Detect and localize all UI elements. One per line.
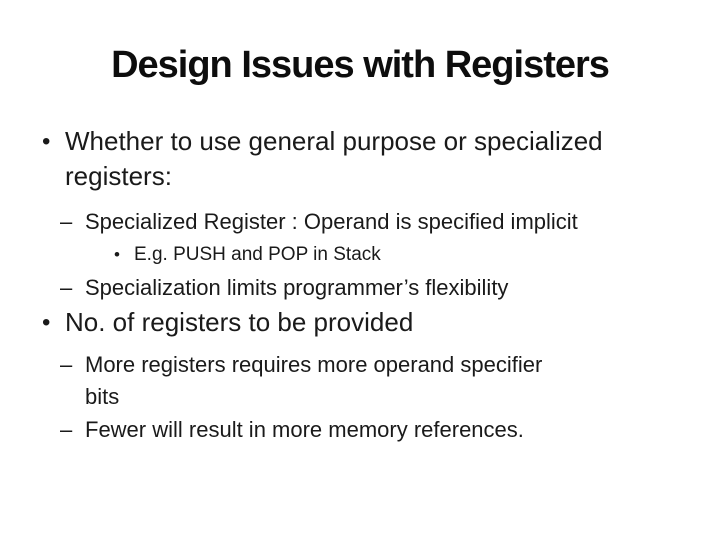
bullet-line: bits [85, 384, 120, 409]
bullet-text: Specialization limits programmer’s flexi… [85, 272, 710, 304]
bullet-text: Whether to use general purpose or specia… [65, 124, 710, 194]
bullet-item: • E.g. PUSH and POP in Stack [0, 241, 710, 268]
bullet-line: Specialization limits programmer’s flexi… [85, 275, 509, 300]
bullet-line: Fewer will result in more memory referen… [85, 417, 524, 442]
bullet-item: • No. of registers to be provided [0, 305, 710, 340]
bullet-line: Specialized Register : Operand is specif… [85, 209, 578, 234]
slide-title: Design Issues with Registers [111, 44, 610, 86]
bullet-text: Specialized Register : Operand is specif… [85, 206, 710, 238]
bullet-marker: • [42, 128, 51, 155]
bullet-line: E.g. PUSH and POP in Stack [134, 244, 381, 265]
bullet-text: More registers requires more operand spe… [85, 349, 710, 413]
bullet-text: E.g. PUSH and POP in Stack [134, 241, 710, 268]
bullet-text: Fewer will result in more memory referen… [85, 414, 710, 446]
bullet-text: No. of registers to be provided [65, 305, 710, 340]
dash-marker: – [60, 275, 73, 300]
bullet-line: Whether to use general purpose or specia… [65, 126, 603, 156]
bullet-item: – Fewer will result in more memory refer… [0, 414, 710, 446]
dash-marker: – [60, 209, 73, 234]
bullet-line: More registers requires more operand spe… [85, 352, 543, 377]
bullet-line: registers: [65, 161, 172, 191]
bullet-marker: • [114, 245, 120, 264]
bullet-item: – Specialized Register : Operand is spec… [0, 206, 710, 238]
bullet-item: – Specialization limits programmer’s fle… [0, 272, 710, 304]
dash-marker: – [60, 352, 73, 377]
bullet-marker: • [42, 309, 51, 336]
bullet-item: • Whether to use general purpose or spec… [0, 124, 710, 194]
dash-marker: – [60, 417, 73, 442]
bullet-line: No. of registers to be provided [65, 307, 414, 337]
bullet-item: – More registers requires more operand s… [0, 349, 710, 413]
